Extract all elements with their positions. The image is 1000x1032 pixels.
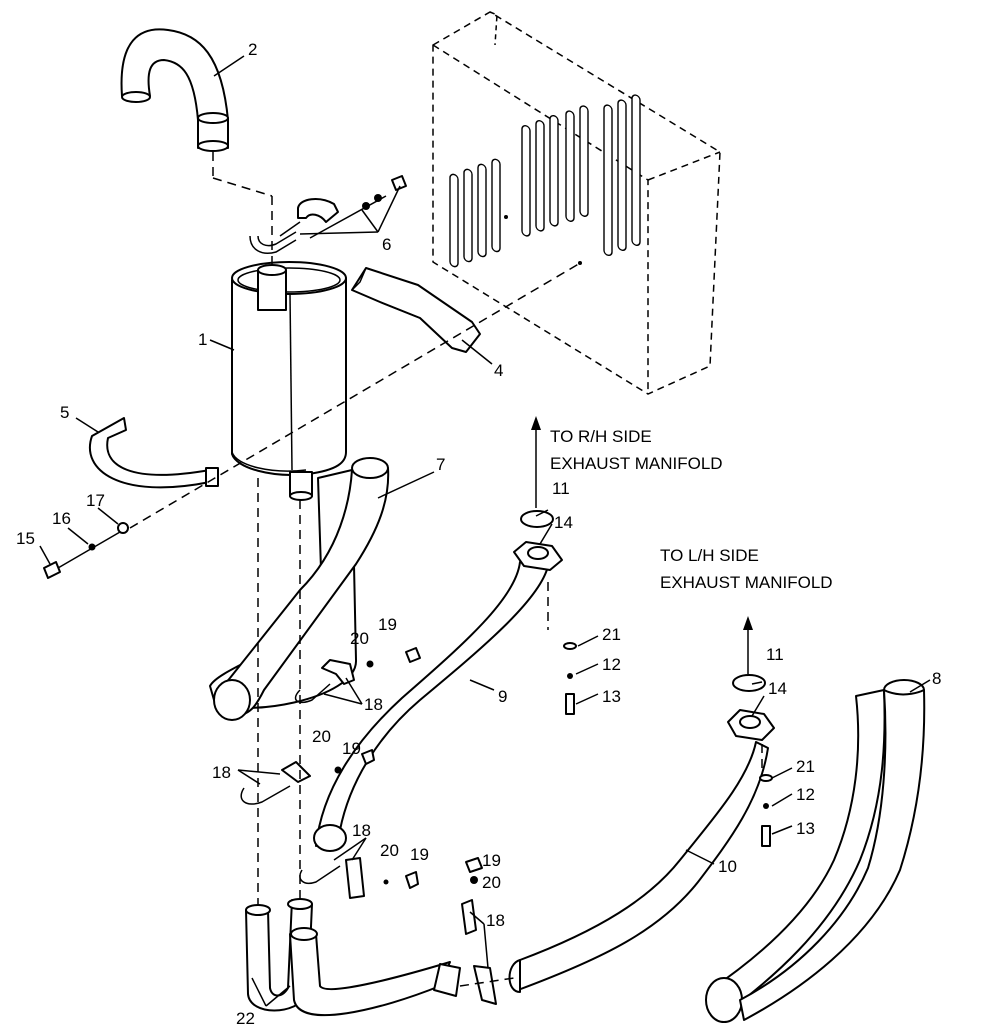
clamp-set-right <box>461 857 497 1005</box>
note-lh-line2: EXHAUST MANIFOLD <box>660 573 833 592</box>
callout-20-a: 20 <box>350 629 369 648</box>
gasket-11-rh <box>520 510 554 528</box>
callout-18-b: 18 <box>212 763 231 782</box>
callout-7: 7 <box>436 455 445 474</box>
callout-14-lh: 14 <box>768 679 787 698</box>
callout-21-lh: 21 <box>796 757 815 776</box>
assembly-lines <box>129 152 583 987</box>
callout-19-d: 19 <box>482 851 501 870</box>
callout-20-b: 20 <box>312 727 331 746</box>
callout-10: 10 <box>718 857 737 876</box>
leader-lines <box>39 55 931 1007</box>
pipe-8 <box>705 679 926 1023</box>
callout-20-c: 20 <box>380 841 399 860</box>
pipe-22 <box>245 898 461 1017</box>
callout-20-d: 20 <box>482 873 501 892</box>
callout-2: 2 <box>248 40 257 59</box>
callout-22: 22 <box>236 1009 255 1028</box>
heat-shield-panel <box>432 11 721 395</box>
callout-1: 1 <box>198 330 207 349</box>
clamp-set-lower <box>299 857 419 899</box>
callout-14-rh: 14 <box>554 513 573 532</box>
callout-5: 5 <box>60 403 69 422</box>
callout-21-rh: 21 <box>602 625 621 644</box>
callout-19-c: 19 <box>410 845 429 864</box>
callout-11-rh: 11 <box>552 479 570 498</box>
callout-18-c: 18 <box>352 821 371 840</box>
pipe-9 <box>313 541 563 852</box>
callout-8: 8 <box>932 669 941 688</box>
hardware-lh <box>759 744 773 847</box>
callout-19-a: 19 <box>378 615 397 634</box>
callout-18-a: 18 <box>364 695 383 714</box>
pipe-10 <box>508 709 775 993</box>
note-rh-line1: TO R/H SIDE <box>550 427 652 446</box>
callout-4: 4 <box>494 361 503 380</box>
panel-louvres <box>449 94 641 268</box>
callout-6: 6 <box>382 235 391 254</box>
callout-12-lh: 12 <box>796 785 815 804</box>
clamp-6 <box>249 175 407 254</box>
callout-18-d: 18 <box>486 911 505 930</box>
callout-13-rh: 13 <box>602 687 621 706</box>
callout-19-b: 19 <box>342 739 361 758</box>
arrow-lh-manifold <box>743 616 753 674</box>
callout-12-rh: 12 <box>602 655 621 674</box>
callout-15: 15 <box>16 529 35 548</box>
bracket-4 <box>351 267 481 353</box>
manifold-notes: TO R/H SIDE EXHAUST MANIFOLD TO L/H SIDE… <box>550 427 833 592</box>
clamp-set-middle <box>240 749 375 805</box>
gasket-11-lh <box>732 674 766 692</box>
strap-5 <box>89 417 219 489</box>
callout-13-lh: 13 <box>796 819 815 838</box>
callout-16: 16 <box>52 509 71 528</box>
note-lh-line1: TO L/H SIDE <box>660 546 759 565</box>
callout-9: 9 <box>498 687 507 706</box>
muffler-1 <box>231 261 347 501</box>
pipe-7 <box>209 457 390 721</box>
bolt-washers-15-16-17 <box>43 522 129 579</box>
callout-11-lh: 11 <box>766 645 784 664</box>
stack-pipe-2 <box>120 28 229 152</box>
callout-labels: 1 2 4 5 6 7 8 9 10 11 11 12 12 13 13 14 … <box>16 40 941 1028</box>
hardware-rh <box>547 582 577 715</box>
clamp-set-upper <box>294 647 421 704</box>
callout-17: 17 <box>86 491 105 510</box>
arrow-rh-manifold <box>531 416 541 508</box>
note-rh-line2: EXHAUST MANIFOLD <box>550 454 723 473</box>
